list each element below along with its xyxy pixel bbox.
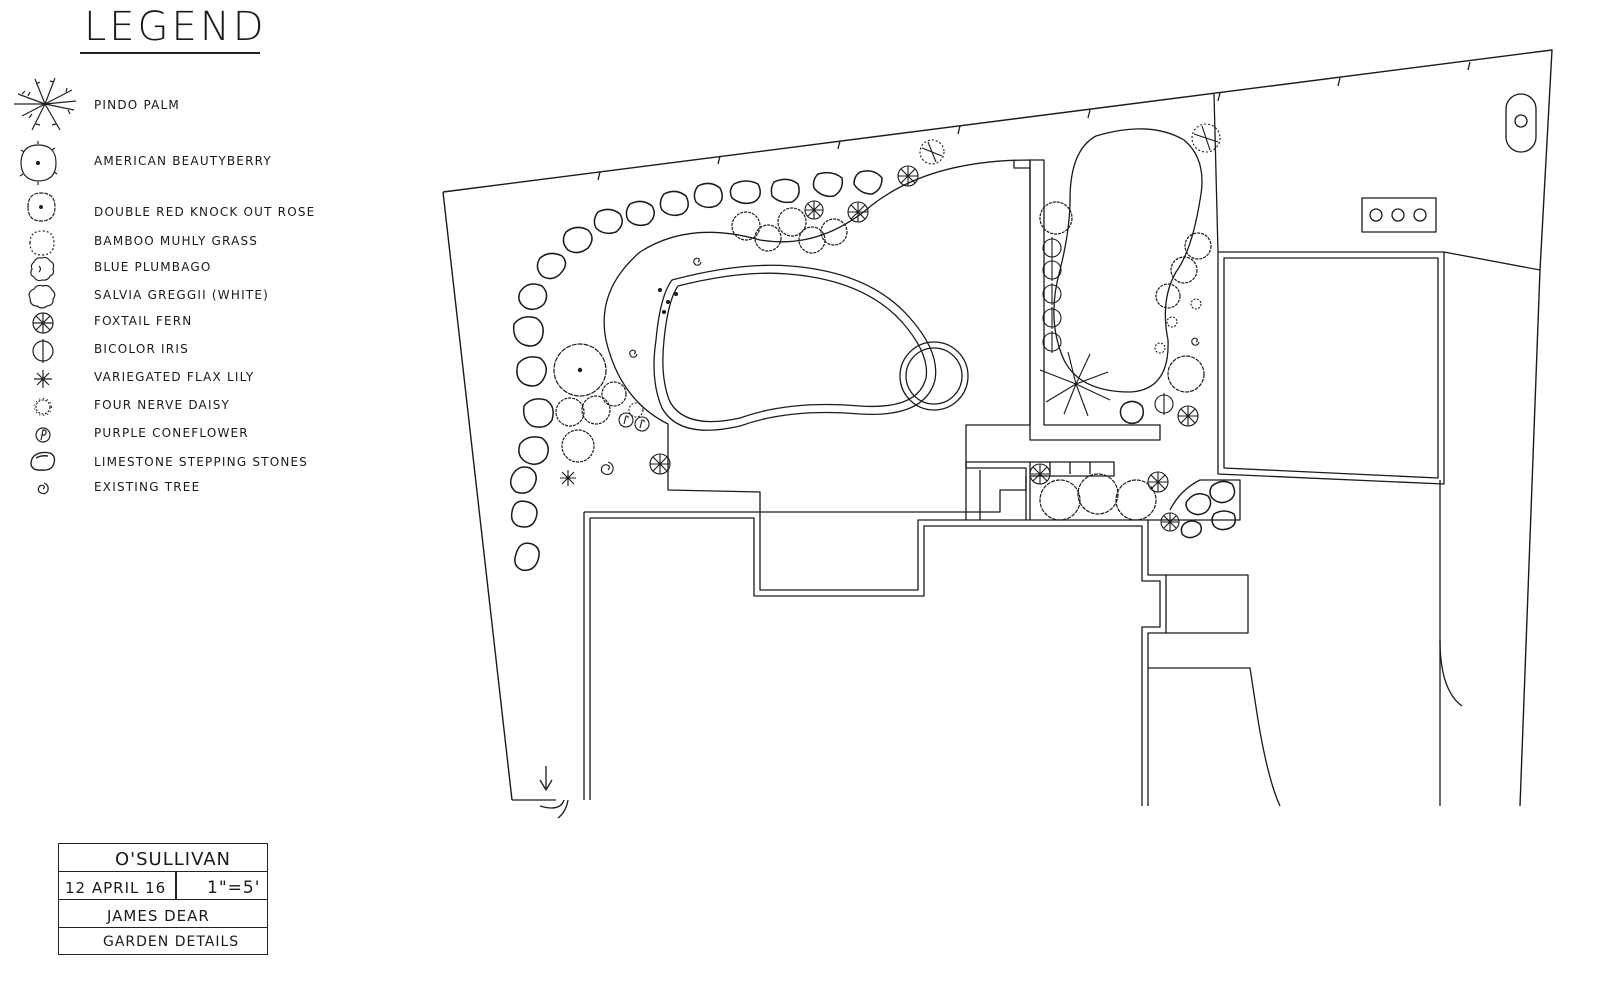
- garage-outline: [1217, 251, 1445, 485]
- double-red-knockout-rose-icon: [27, 192, 56, 222]
- salvia-greggii-icon: [28, 284, 56, 309]
- pindo-palm-plantings: [919, 123, 1221, 417]
- legend-label: American Beautyberry: [94, 154, 272, 168]
- pindo-palm-icon: [14, 77, 77, 131]
- legend-item-purple-coneflower: Purple Coneflower: [10, 420, 330, 450]
- legend-item-existing-tree: Existing Tree: [10, 474, 330, 504]
- legend-item-knockout-rose: Double Red Knock out Rose: [10, 192, 330, 226]
- shrub-plantings: [553, 201, 1212, 521]
- legend-label: Four Nerve Daisy: [94, 398, 231, 412]
- legend-item-foxtail-fern: Foxtail Fern: [10, 308, 330, 338]
- bicolor-iris-icon: [32, 339, 54, 363]
- title-block-divider: [175, 872, 177, 900]
- utility-fixture: [1505, 93, 1537, 153]
- pool-deck: [603, 159, 1031, 513]
- variegated-flax-lily-icon: [34, 370, 52, 388]
- purple-coneflower-icon: [35, 427, 51, 443]
- drawing-date: 12 April 16: [65, 879, 167, 897]
- legend-item-muhly-grass: Bamboo Muhly Grass: [10, 228, 330, 258]
- legend-item-stepping-stones: Limestone Stepping Stones: [10, 446, 330, 476]
- title-block-sheet-row: Garden Details: [59, 928, 267, 954]
- pool: [653, 264, 937, 431]
- side-patio: [965, 461, 1115, 520]
- american-beautyberry-icon: [19, 141, 58, 185]
- legend-item-pindo-palm: Pindo Palm: [10, 77, 330, 132]
- sheet-title: Garden Details: [103, 934, 240, 950]
- house-outline: [584, 511, 1167, 806]
- title-block-date-row: 12 April 16 1"=5': [59, 872, 267, 900]
- property-line: [442, 49, 1553, 807]
- title-block-client-row: O'Sullivan: [59, 844, 267, 872]
- foxtail-fern-plantings: [649, 165, 1199, 532]
- bicolor-iris-plantings: [1042, 237, 1174, 415]
- drawn-by: James Dear: [107, 907, 210, 925]
- title-block-drawn-row: James Dear: [59, 900, 267, 928]
- title-block: O'Sullivan 12 April 16 1"=5' James Dear …: [58, 843, 268, 955]
- bamboo-muhly-grass-icon: [29, 230, 55, 256]
- legend-label: Pindo Palm: [94, 98, 180, 112]
- legend-label: Bicolor Iris: [94, 342, 189, 356]
- pool-equipment: [1361, 197, 1437, 233]
- drawing-scale: 1"=5': [207, 878, 261, 898]
- legend-label: Foxtail Fern: [94, 314, 193, 328]
- legend-item-american-beautyberry: American Beautyberry: [10, 141, 330, 186]
- legend-item-blue-plumbago: Blue Plumbago: [10, 254, 330, 284]
- blue-plumbago-icon: [30, 256, 55, 282]
- legend-label: Limestone Stepping Stones: [94, 455, 309, 469]
- lawn-area: [1053, 128, 1203, 393]
- legend-label: Variegated Flax Lily: [94, 370, 255, 384]
- legend-label: Salvia Greggii (White): [94, 288, 269, 302]
- stepping-stones: [509, 170, 1237, 572]
- legend-label: Double Red Knock out Rose: [94, 205, 316, 219]
- legend-label: Blue Plumbago: [94, 260, 212, 274]
- four-nerve-daisy-icon: [33, 397, 53, 417]
- legend-label: Existing Tree: [94, 480, 201, 494]
- legend-item-four-nerve-daisy: Four Nerve Daisy: [10, 392, 330, 422]
- spa: [899, 341, 969, 411]
- legend-underline: [80, 52, 260, 54]
- limestone-stepping-stone-icon: [30, 451, 56, 471]
- planter-wall: [1029, 159, 1161, 441]
- legend-label: Purple Coneflower: [94, 426, 249, 440]
- legend-item-salvia: Salvia Greggii (White): [10, 282, 330, 312]
- legend-item-flax-lily: Variegated Flax Lily: [10, 364, 330, 394]
- existing-tree-icon: [37, 482, 49, 495]
- existing-tree-markers: [600, 257, 1200, 476]
- legend-title: LEGEND: [84, 4, 267, 50]
- foxtail-fern-icon: [32, 312, 54, 334]
- north-arrow: [539, 766, 553, 791]
- legend-item-bicolor-iris: Bicolor Iris: [10, 336, 330, 366]
- accent-plantings: [560, 298, 1202, 486]
- legend-label: Bamboo Muhly Grass: [94, 234, 259, 248]
- client-name: O'Sullivan: [115, 849, 232, 870]
